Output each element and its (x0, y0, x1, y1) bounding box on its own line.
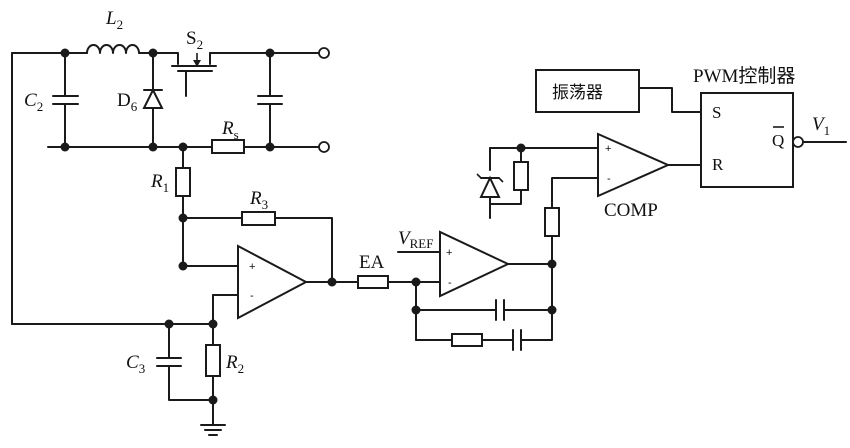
label-V1: V1 (812, 114, 830, 138)
label-pin-S: S (712, 103, 721, 122)
pwm-controller-box (700, 92, 794, 188)
label-Rs: Rs (221, 118, 239, 142)
pin-plus-error: + (446, 247, 452, 259)
comparator-stage (476, 132, 702, 219)
label-C2: C2 (24, 90, 43, 114)
junction (164, 319, 174, 329)
capacitor-C2 (52, 95, 79, 105)
pin-minus-error: - (448, 277, 452, 289)
output-terminal-bottom (318, 141, 330, 153)
capacitor-output (257, 95, 283, 105)
junction (547, 305, 557, 315)
power-stage (11, 44, 330, 325)
resistor-bias (544, 207, 560, 237)
inductor-L2 (86, 44, 140, 54)
diode-D6 (142, 52, 164, 148)
label-COMP: COMP (604, 200, 658, 221)
capacitor-C3 (156, 357, 182, 367)
resistor-R2 (205, 344, 221, 377)
junction (60, 142, 70, 152)
junction (516, 143, 526, 153)
pin-plus-comp: + (605, 143, 611, 155)
junction (208, 395, 218, 405)
junction (265, 48, 275, 58)
junction (411, 277, 421, 287)
label-D6: D6 (117, 90, 138, 114)
oscillator-box (535, 69, 640, 113)
junction (547, 259, 557, 269)
labels: L2 S2 C2 D6 Rs R1 R3 R2 C3 EA VREF COMP … (24, 8, 830, 376)
pin-minus-sense: - (250, 290, 254, 302)
junction (60, 48, 70, 58)
resistor-EA (357, 275, 389, 289)
zener-diode (479, 175, 501, 198)
label-C3: C3 (126, 352, 145, 376)
label-R2: R2 (225, 352, 244, 376)
junction (265, 142, 275, 152)
resistor-zener-parallel (513, 161, 529, 191)
opamp-error (439, 230, 511, 298)
junction (208, 319, 218, 329)
sense-amplifier-stage (11, 146, 359, 436)
junction (148, 48, 158, 58)
label-pwm-controller: PWM控制器 (693, 65, 795, 87)
pin-plus-sense: + (249, 261, 255, 273)
output-terminal-top (318, 47, 330, 59)
pin-minus-comp: - (607, 173, 611, 185)
q-inversion-bubble (792, 136, 804, 148)
label-pin-R: R (712, 155, 724, 174)
label-VREF: VREF (398, 228, 433, 251)
resistor-Rs (211, 139, 245, 154)
label-R3: R3 (249, 188, 268, 212)
junction (178, 213, 188, 223)
label-EA: EA (359, 252, 385, 273)
label-S2: S2 (186, 28, 203, 52)
junction (411, 305, 421, 315)
label-L2: L2 (105, 8, 123, 32)
switch-S2 (167, 52, 223, 97)
ground-symbol (200, 424, 226, 436)
resistor-R3 (241, 211, 276, 226)
junction (148, 142, 158, 152)
capacitor-comp-2 (512, 329, 522, 351)
opamp-comp (597, 132, 671, 198)
junction (178, 261, 188, 271)
junction (327, 277, 337, 287)
resistor-R1 (175, 167, 191, 197)
label-R1: R1 (150, 171, 169, 195)
capacitor-comp-1 (495, 299, 505, 321)
resistor-comp (451, 333, 483, 347)
pwm-stage (535, 69, 847, 188)
error-amplifier-stage (357, 177, 599, 351)
label-pin-Q: Q (772, 131, 784, 150)
opamp-sense (237, 244, 309, 320)
label-oscillator: 振荡器 (552, 83, 603, 103)
